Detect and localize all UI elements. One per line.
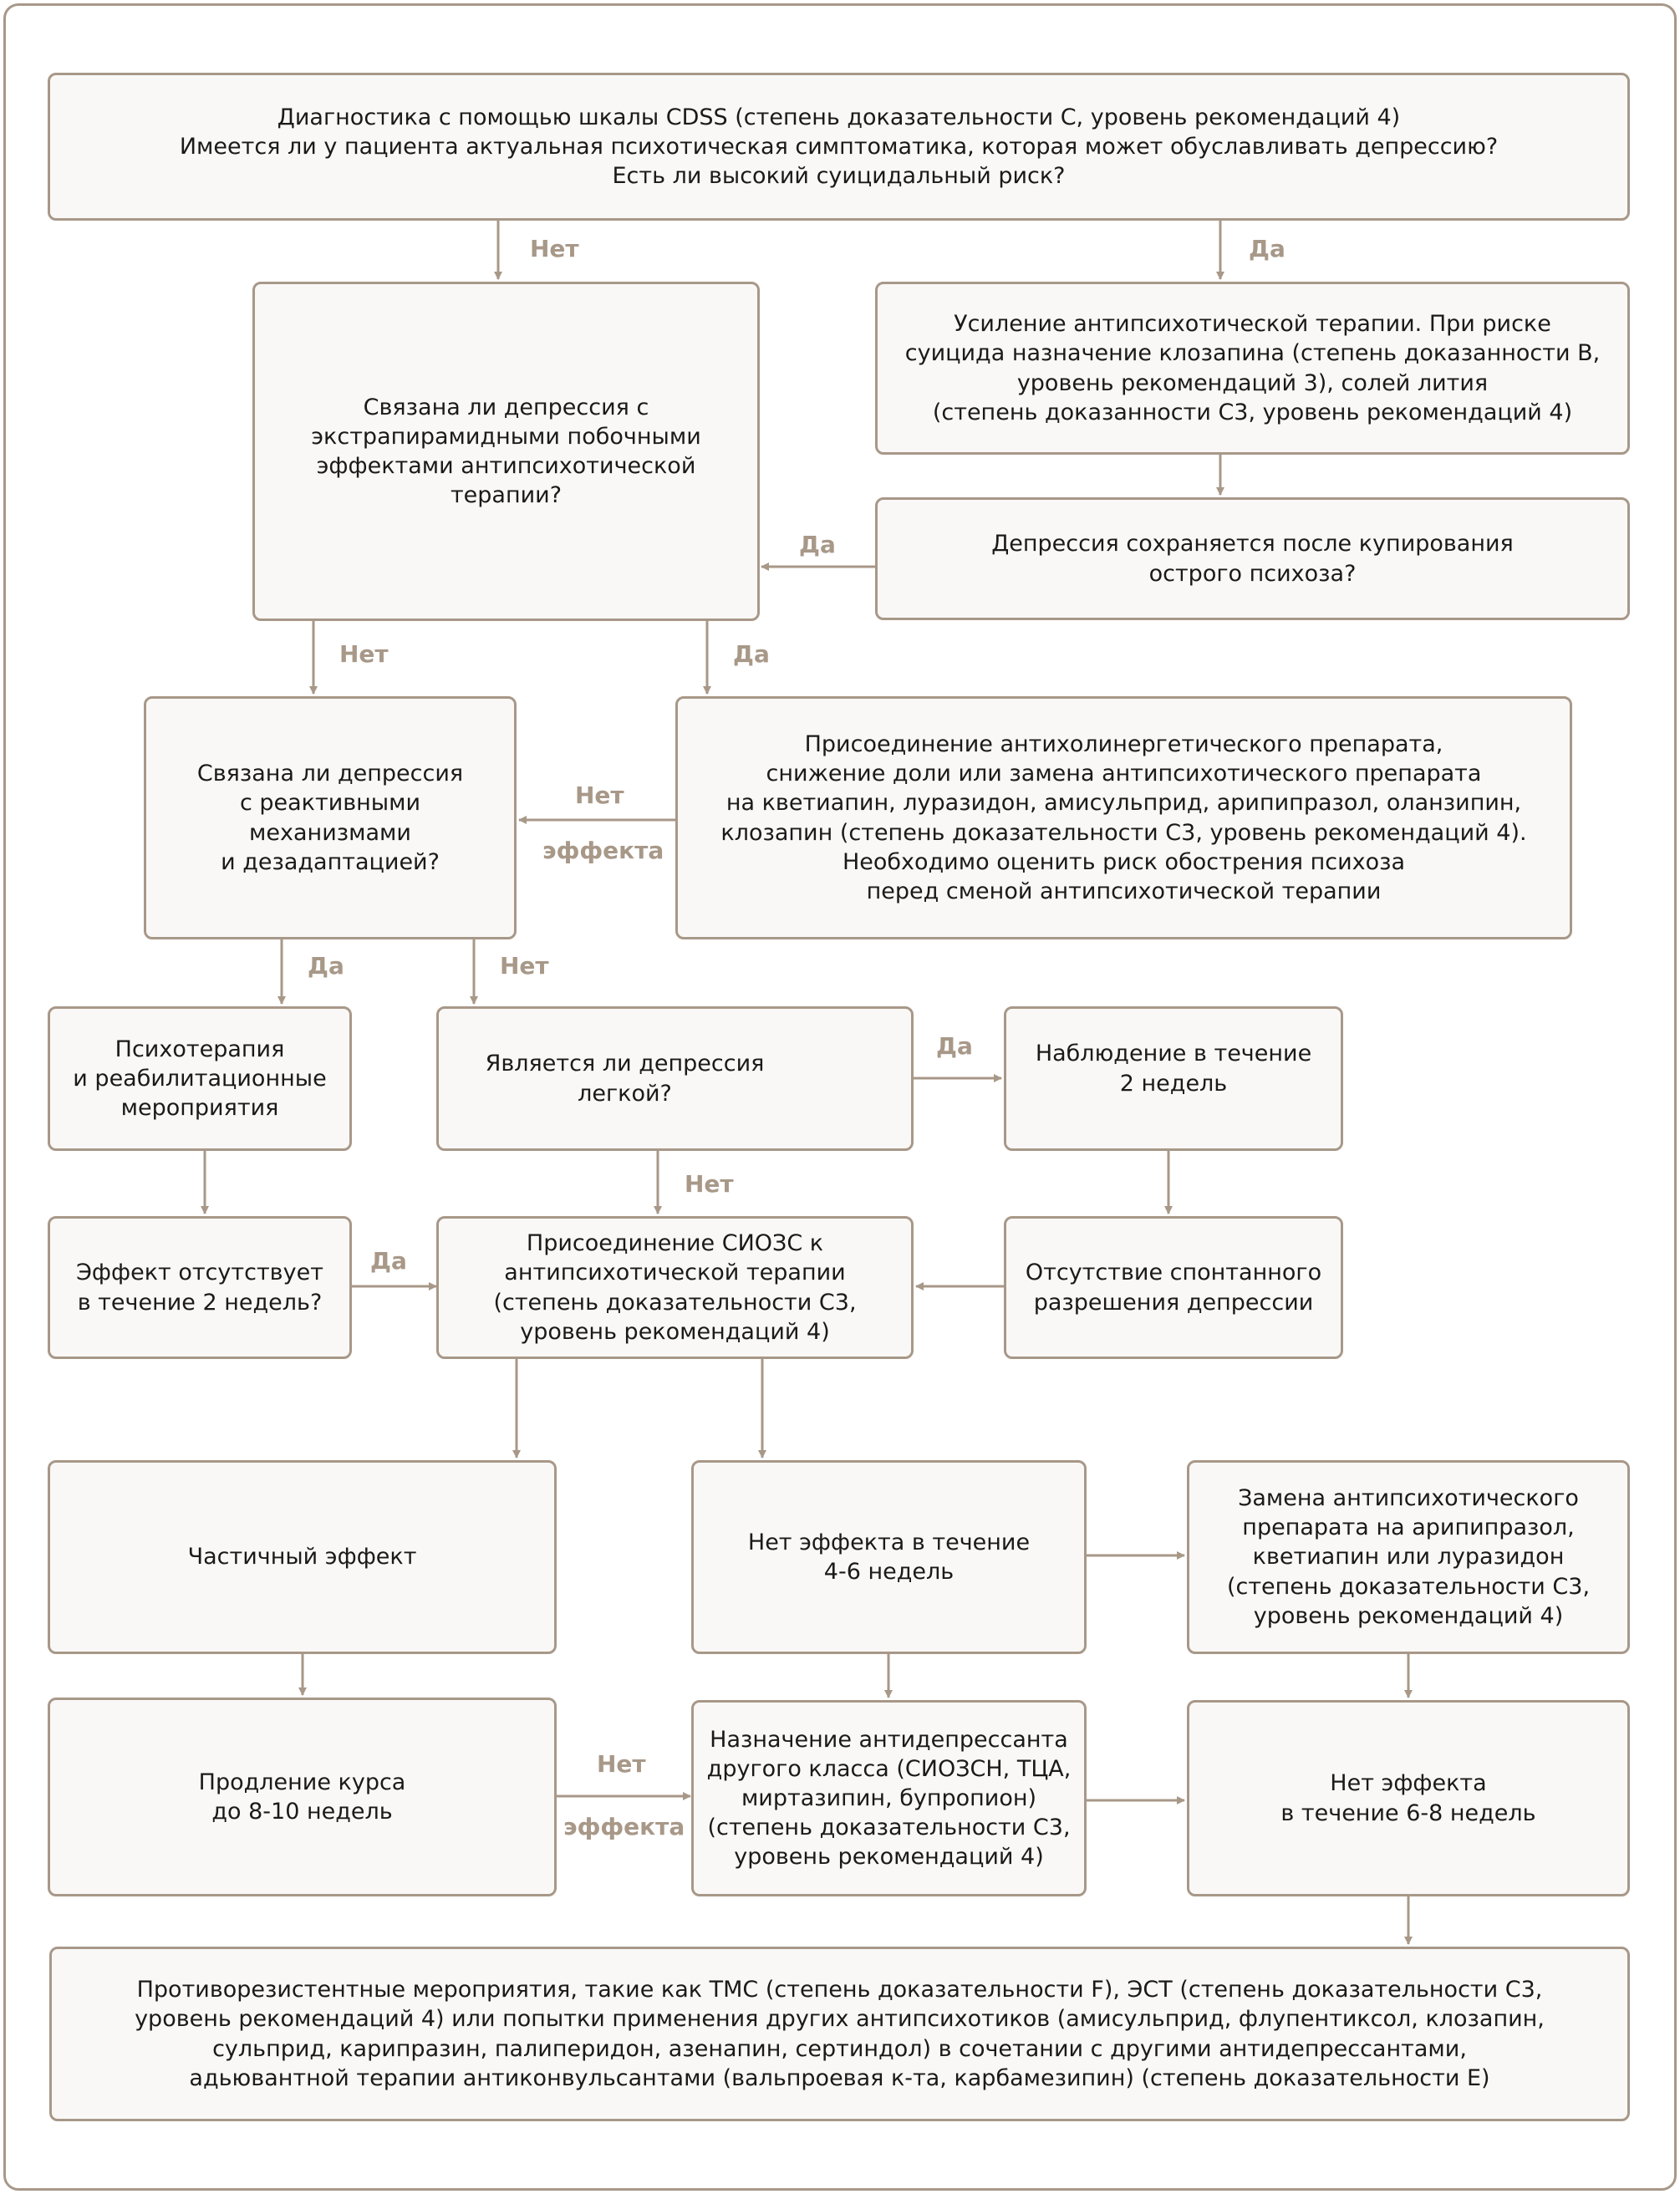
psychotherapy-line-1: Психотерапия bbox=[115, 1036, 285, 1062]
no-spontaneous-resolution-line-2: разрешения депрессии bbox=[1033, 1289, 1314, 1316]
edge-label-n2-n5: Нет bbox=[339, 640, 389, 668]
diagnostics-line-2: Имеется ли у пациента актуальная психоти… bbox=[179, 133, 1499, 160]
edge-label-n6-n5-line-2: эффекта bbox=[542, 837, 664, 864]
no-effect-4-6-weeks-line-1: Нет эффекта в течение bbox=[747, 1529, 1031, 1555]
psychotherapy-line-2: и реабилитационные bbox=[73, 1065, 327, 1092]
edge-label-n8-n11: Нет bbox=[685, 1170, 734, 1198]
antipsychotic-switch-line-3: кветиапин или луразидон bbox=[1252, 1544, 1565, 1570]
extend-course-box: Продление курса до 8-10 недель bbox=[48, 1698, 557, 1896]
anticholinergic-line-5: Необходимо оценить риск обострения психо… bbox=[842, 848, 1406, 875]
diagnostics-box: Диагностика с помощью шкалы CDSS (степен… bbox=[48, 73, 1630, 221]
edge-label-n16-n17-line-2: эффекта bbox=[563, 1813, 685, 1840]
observation-line-2: 2 недель bbox=[1119, 1070, 1228, 1097]
edge-label-n16-n17-line-1: Нет bbox=[597, 1750, 646, 1778]
edge-label-n4-n2: Да bbox=[799, 531, 836, 558]
persisting-depression-line-2: острого психоза? bbox=[1148, 560, 1357, 587]
psychotherapy-line-3: мероприятия bbox=[120, 1095, 279, 1122]
antidepressant-switch-line-4: (степень доказательности С3, bbox=[707, 1815, 1071, 1841]
no-effect-2-weeks-box: Эффект отсутствует в течение 2 недель? bbox=[48, 1216, 352, 1359]
no-effect-6-8-weeks-box: Нет эффекта в течение 6-8 недель bbox=[1187, 1700, 1630, 1896]
extend-course-line-2: до 8-10 недель bbox=[211, 1799, 393, 1825]
reactive-mechanisms-box: Связана ли депрессия с реактивными механ… bbox=[144, 696, 517, 939]
no-effect-6-8-weeks-line-2: в течение 6-8 недель bbox=[1280, 1799, 1536, 1826]
edge-label-n10-n11: Да bbox=[370, 1247, 407, 1275]
outer-frame bbox=[3, 3, 1677, 2191]
no-effect-4-6-weeks-line-2: 4-6 недель bbox=[823, 1559, 955, 1585]
antipsychotic-boost-box: Усиление антипсихотической терапии. При … bbox=[875, 282, 1630, 455]
antipsychotic-switch-box: Замена антипсихотического препарата на а… bbox=[1187, 1460, 1630, 1654]
observation-line-1: Наблюдение в течение bbox=[1035, 1041, 1312, 1067]
anticholinergic-line-4: клозапин (степень доказательности С3, ур… bbox=[720, 819, 1527, 846]
resistance-measures-box: Противорезистентные мероприятия, такие к… bbox=[49, 1947, 1630, 2121]
reactive-mechanisms-line-4: и дезадаптацией? bbox=[221, 848, 440, 875]
antipsychotic-boost-line-1: Усиление антипсихотической терапии. При … bbox=[954, 311, 1551, 338]
resistance-measures-line-4: адьювантной терапии антиконвульсантами (… bbox=[189, 2064, 1490, 2091]
no-spontaneous-resolution-line-1: Отсутствие спонтанного bbox=[1025, 1260, 1322, 1286]
edge-label-n5-n8: Нет bbox=[500, 952, 549, 980]
reactive-mechanisms-line-2: с реактивными bbox=[239, 790, 421, 817]
antidepressant-switch-line-3: миртазипин, бупропион) bbox=[741, 1784, 1037, 1811]
antipsychotic-switch-line-5: уровень рекомендаций 4) bbox=[1253, 1602, 1564, 1629]
anticholinergic-line-6: перед сменой антипсихотической терапии bbox=[866, 878, 1382, 904]
edge-label-n1-n2: Нет bbox=[530, 235, 579, 262]
antidepressant-switch-box: Назначение антидепрессанта другого класс… bbox=[691, 1700, 1087, 1896]
extend-course-line-1: Продление курса bbox=[198, 1769, 406, 1795]
reactive-mechanisms-line-3: механизмами bbox=[249, 819, 411, 846]
diagnostics-line-1: Диагностика с помощью шкалы CDSS (степен… bbox=[277, 104, 1401, 130]
edge-label-n8-n9: Да bbox=[936, 1032, 973, 1060]
partial-effect-box: Частичный эффект bbox=[48, 1460, 557, 1654]
partial-effect-line-1: Частичный эффект bbox=[187, 1544, 417, 1570]
antipsychotic-switch-line-2: препарата на арипипразол, bbox=[1242, 1514, 1575, 1541]
persisting-depression-line-1: Депрессия сохраняется после купирования bbox=[991, 531, 1514, 557]
ssri-line-4: уровень рекомендаций 4) bbox=[520, 1318, 830, 1345]
antipsychotic-switch-line-1: Замена антипсихотического bbox=[1238, 1485, 1579, 1512]
reactive-mechanisms-line-1: Связана ли депрессия bbox=[196, 761, 464, 787]
antipsychotic-switch-line-4: (степень доказательности С3, bbox=[1226, 1573, 1591, 1600]
no-effect-6-8-weeks-line-1: Нет эффекта bbox=[1330, 1770, 1487, 1797]
eps-question-line-4: терапии? bbox=[450, 482, 563, 509]
edge-label-n1-n3: Да bbox=[1249, 235, 1285, 262]
anticholinergic-box: Присоединение антихолинергетического пре… bbox=[675, 696, 1572, 939]
resistance-measures-line-2: уровень рекомендаций 4) или попытки прим… bbox=[135, 2006, 1545, 2033]
mild-depression-line-1: Является ли депрессия bbox=[485, 1051, 765, 1077]
edge-label-n5-n7: Да bbox=[308, 952, 344, 980]
edge-label-n2-n6: Да bbox=[733, 640, 770, 668]
eps-question-line-3: эффектами антипсихотической bbox=[316, 453, 696, 479]
psychotherapy-box: Психотерапия и реабилитационные мероприя… bbox=[48, 1006, 352, 1151]
anticholinergic-line-2: снижение доли или замена антипсихотическ… bbox=[766, 761, 1482, 787]
ssri-line-3: (степень доказательности С3, bbox=[493, 1289, 857, 1316]
ssri-line-2: антипсихотической терапии bbox=[504, 1260, 846, 1286]
ssri-box: Присоединение СИОЗС к антипсихотической … bbox=[436, 1216, 914, 1359]
no-spontaneous-resolution-box: Отсутствие спонтанного разрешения депрес… bbox=[1004, 1216, 1343, 1359]
antipsychotic-boost-line-3: уровень рекомендаций 3), солей лития bbox=[1016, 369, 1489, 396]
edge-label-n6-n5-line-1: Нет bbox=[575, 781, 624, 809]
observation-box: Наблюдение в течение 2 недель bbox=[1004, 1006, 1343, 1151]
mild-depression-box: Является ли депрессия легкой? bbox=[436, 1006, 914, 1151]
anticholinergic-line-3: на кветиапин, луразидон, амисульприд, ар… bbox=[725, 790, 1522, 817]
ssri-line-1: Присоединение СИОЗС к bbox=[526, 1230, 824, 1257]
anticholinergic-line-1: Присоединение антихолинергетического пре… bbox=[804, 731, 1443, 758]
no-effect-2-weeks-line-1: Эффект отсутствует bbox=[76, 1260, 323, 1286]
eps-question-line-1: Связана ли депрессия с bbox=[363, 394, 649, 420]
antipsychotic-boost-line-2: суицида назначение клозапина (степень до… bbox=[904, 340, 1601, 367]
eps-question-box: Связана ли депрессия с экстрапирамидными… bbox=[252, 282, 760, 621]
no-effect-2-weeks-line-2: в течение 2 недель? bbox=[77, 1289, 323, 1316]
resistance-measures-line-3: сульприд, карипразин, палиперидон, азена… bbox=[212, 2035, 1467, 2062]
mild-depression-line-2: легкой? bbox=[578, 1080, 672, 1107]
resistance-measures-line-1: Противорезистентные мероприятия, такие к… bbox=[136, 1977, 1543, 2003]
eps-question-line-2: экстрапирамидными побочными bbox=[311, 423, 701, 450]
antidepressant-switch-line-5: уровень рекомендаций 4) bbox=[734, 1844, 1044, 1871]
no-effect-4-6-weeks-box: Нет эффекта в течение 4-6 недель bbox=[691, 1460, 1087, 1654]
antidepressant-switch-line-1: Назначение антидепрессанта bbox=[710, 1726, 1068, 1753]
diagnostics-line-3: Есть ли высокий суицидальный риск? bbox=[612, 163, 1066, 190]
antidepressant-switch-line-2: другого класса (СИОЗСН, ТЦА, bbox=[706, 1755, 1072, 1782]
antipsychotic-boost-line-4: (степень доказанности С3, уровень рекоме… bbox=[932, 399, 1573, 425]
persisting-depression-box: Депрессия сохраняется после купирования … bbox=[875, 497, 1630, 620]
